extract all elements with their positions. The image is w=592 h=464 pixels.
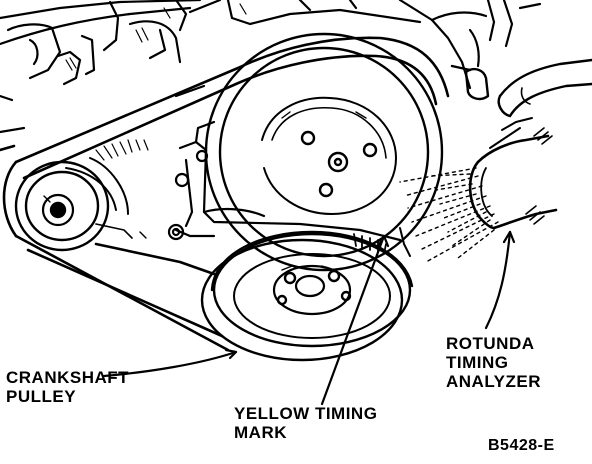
engine-block	[0, 0, 542, 134]
timing-mark-leader	[320, 234, 386, 406]
block-shading	[65, 3, 247, 161]
figure-code-label: B5428-E	[488, 437, 555, 454]
crankshaft-pulley-drawing	[200, 227, 414, 362]
rotunda-timing-analyzer-label-line3: ANALYZER	[446, 372, 541, 391]
timing-analyzer-tool	[468, 117, 558, 230]
rotunda-timing-analyzer-label-line2: TIMING	[446, 353, 509, 372]
drive-belt	[0, 36, 450, 352]
rotunda-timing-analyzer-label: ROTUNDA TIMING ANALYZER	[446, 334, 541, 391]
yellow-timing-mark-label-line1: YELLOW TIMING	[234, 404, 378, 423]
crankshaft-pulley-label-line1: CRANKSHAFT	[6, 368, 130, 387]
yellow-timing-mark-label-line2: MARK	[234, 423, 287, 442]
leader-lines	[95, 223, 516, 406]
timing-light-beams	[399, 167, 499, 263]
mounting-bracket	[167, 120, 402, 242]
idler-pulley	[14, 157, 129, 252]
yellow-timing-mark-label: YELLOW TIMING MARK	[234, 404, 377, 442]
upper-hose	[450, 58, 592, 118]
crankshaft-pulley-label-line2: PULLEY	[6, 387, 77, 406]
crankshaft-pulley-label: CRANKSHAFT PULLEY	[6, 368, 129, 406]
rotunda-timing-analyzer-label-line1: ROTUNDA	[446, 334, 535, 353]
analyzer-leader	[484, 230, 512, 330]
crankshaft-pulley-leader	[102, 350, 238, 378]
water-pump-pulley	[204, 32, 444, 272]
